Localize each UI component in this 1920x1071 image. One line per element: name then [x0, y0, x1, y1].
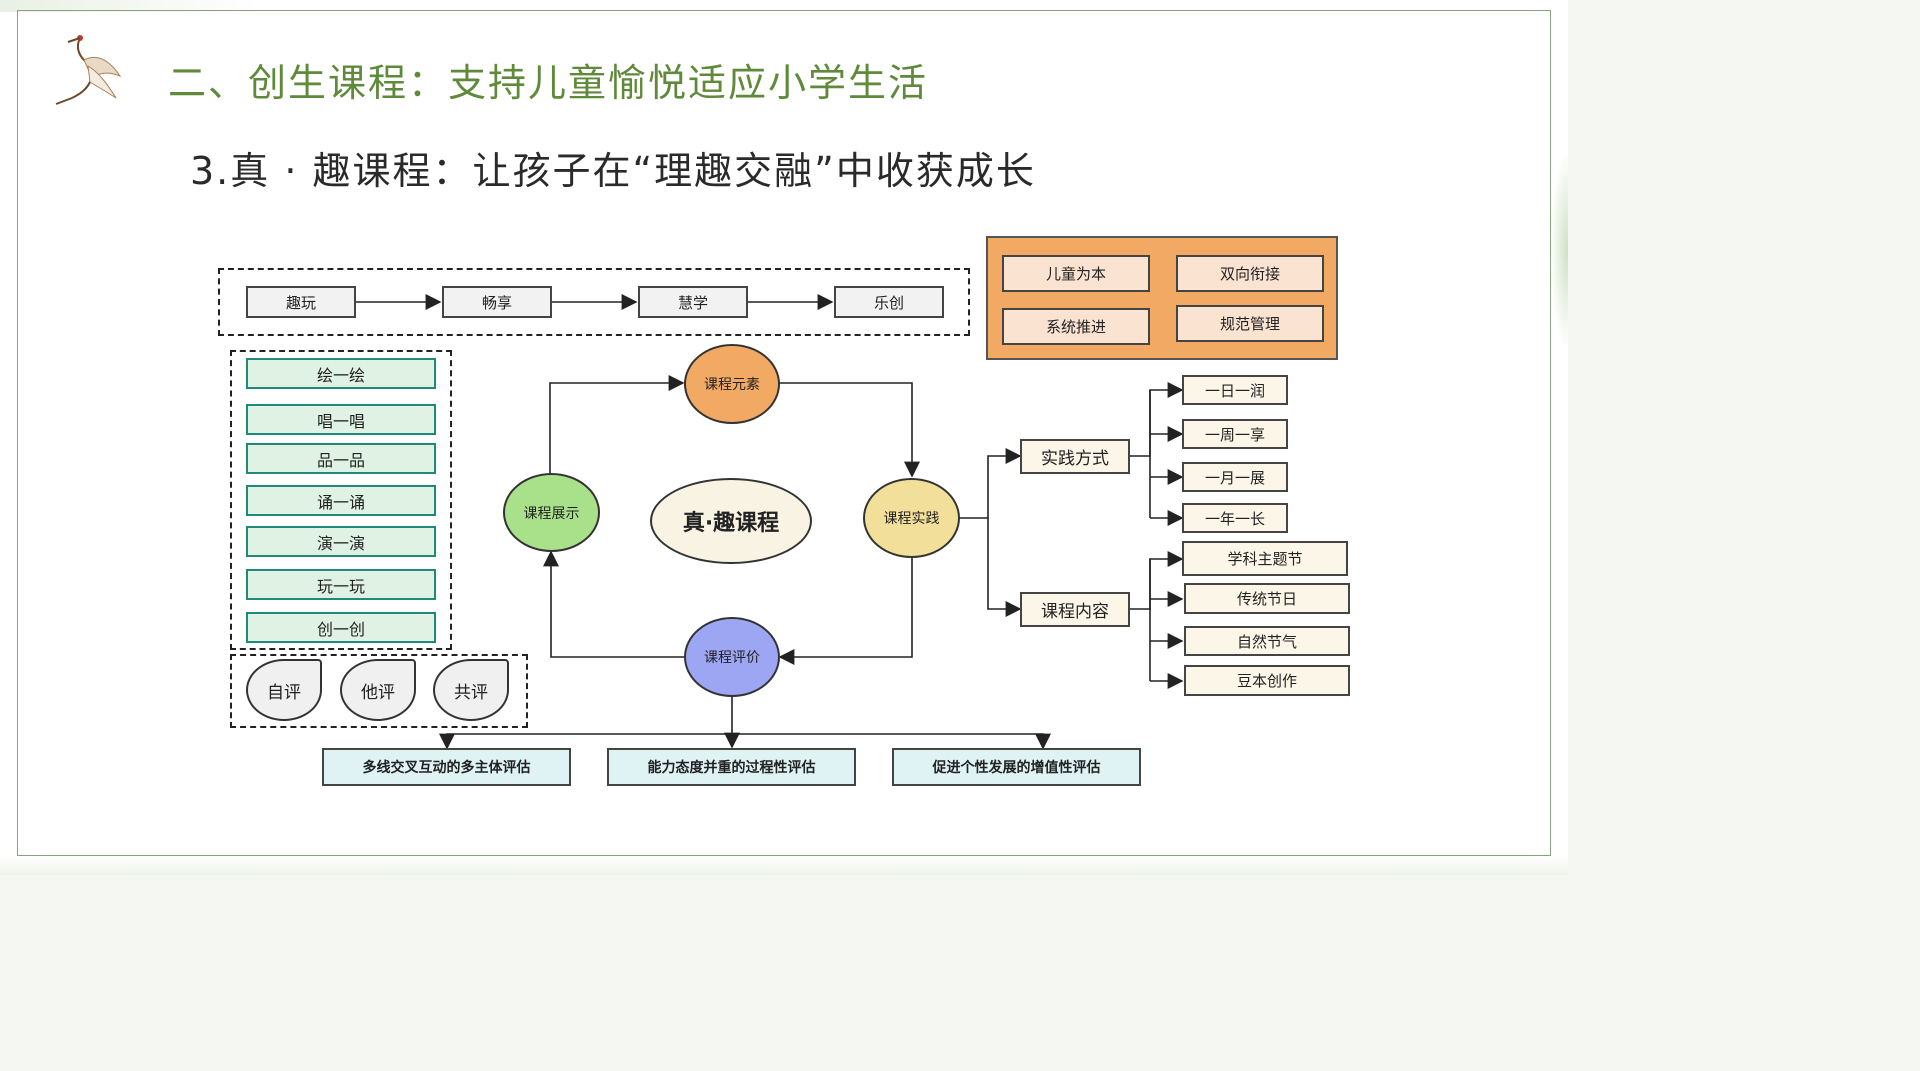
evaluation-modes-group	[230, 654, 528, 728]
cycle-arrow-elements-to-practice	[778, 382, 920, 478]
crane-icon	[55, 35, 122, 105]
node-course-elements: 课程元素	[684, 344, 780, 424]
course-content-2: 传统节日	[1184, 583, 1350, 614]
curriculum-diagram: 趣玩 畅享 慧学 乐创 儿童为本 双向衔接 系统推进 规范管理 绘一绘 唱一唱 …	[190, 212, 1378, 802]
diagram-connectors	[356, 294, 1184, 750]
course-content-1: 学科主题节	[1182, 541, 1348, 576]
principle-2: 双向衔接	[1176, 255, 1324, 292]
evaluation-output-1: 多线交叉互动的多主体评估	[322, 748, 571, 786]
activity-3: 品一品	[246, 443, 436, 474]
activity-2: 唱一唱	[246, 404, 436, 435]
flow-step-3: 慧学	[638, 286, 748, 318]
activity-1: 绘一绘	[246, 358, 436, 389]
branch-arrow-methods	[958, 448, 1022, 519]
branch-arrow-content	[987, 518, 1022, 617]
practice-method-3: 一月一展	[1182, 462, 1288, 492]
background-decoration-top	[0, 0, 260, 12]
slide-subtitle: 3.真 · 趣课程：让孩子在“理趣交融”中收获成长	[190, 149, 1036, 193]
principle-3: 系统推进	[1002, 308, 1150, 345]
practice-method-1: 一日一润	[1182, 375, 1288, 405]
activity-7: 创一创	[246, 612, 436, 643]
activities-group	[230, 350, 452, 650]
eval-mode-3: 共评	[433, 659, 509, 721]
practice-methods-label: 实践方式	[1020, 439, 1130, 474]
background-decoration-right	[1550, 150, 1568, 350]
activity-4: 诵一诵	[246, 485, 436, 516]
practice-method-2: 一周一享	[1182, 419, 1288, 449]
cycle-arrow-evaluation-to-display	[543, 550, 686, 658]
slide-title: 二、创生课程：支持儿童愉悦适应小学生活	[168, 61, 929, 105]
slide-frame	[17, 10, 1551, 856]
flow-group	[218, 268, 970, 336]
course-content-3: 自然节气	[1184, 626, 1350, 656]
slide: 二、创生课程：支持儿童愉悦适应小学生活 3.真 · 趣课程：让孩子在“理趣交融”…	[0, 0, 1568, 875]
course-content-label: 课程内容	[1020, 592, 1130, 627]
flow-step-1: 趣玩	[246, 286, 356, 318]
cycle-arrow-practice-to-evaluation	[778, 558, 913, 665]
practice-method-4: 一年一长	[1182, 503, 1288, 533]
activity-5: 演一演	[246, 526, 436, 557]
cycle-arrow-display-to-elements	[549, 375, 685, 474]
node-center: 真·趣课程	[650, 478, 812, 564]
principle-4: 规范管理	[1176, 305, 1324, 342]
flow-step-2: 畅享	[442, 286, 552, 318]
eval-mode-1: 自评	[246, 659, 322, 721]
activity-6: 玩一玩	[246, 569, 436, 600]
node-course-evaluation: 课程评价	[684, 617, 780, 697]
node-course-display: 课程展示	[503, 473, 600, 552]
background-decoration-bottom	[0, 857, 1568, 875]
evaluation-output-3: 促进个性发展的增值性评估	[892, 748, 1141, 786]
principle-1: 儿童为本	[1002, 255, 1150, 292]
flow-step-4: 乐创	[834, 286, 944, 318]
course-content-4: 豆本创作	[1184, 665, 1350, 696]
node-course-practice: 课程实践	[863, 478, 960, 558]
evaluation-output-2: 能力态度并重的过程性评估	[607, 748, 856, 786]
eval-mode-2: 他评	[340, 659, 416, 721]
